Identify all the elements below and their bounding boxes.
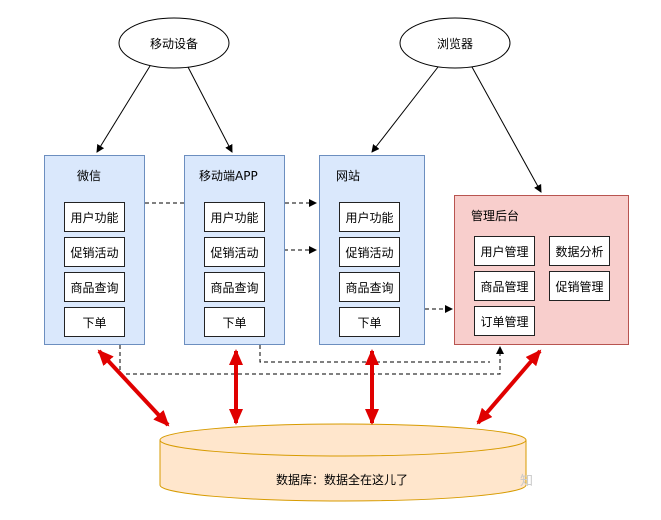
wechat-user-functions: 用户功能 <box>64 202 125 232</box>
database-label: 数据库：数据全在这儿了 <box>276 473 409 487</box>
mobile-device-label: 移动设备 <box>149 36 198 51</box>
browser-label: 浏览器 <box>436 36 473 51</box>
app-user-functions: 用户功能 <box>204 202 265 232</box>
admin-title: 管理后台 <box>471 209 520 223</box>
app-promotions: 促销活动 <box>204 237 265 267</box>
wechat-title: 微信 <box>77 169 102 183</box>
arrow-browser-to-website <box>371 66 439 153</box>
mobile-app-title: 移动端APP <box>199 169 258 183</box>
dash-wechat-order-to-admin <box>119 345 504 375</box>
database-cylinder <box>159 423 527 502</box>
app-place-order: 下单 <box>204 307 265 337</box>
website-promotions: 促销活动 <box>339 237 400 267</box>
admin-user-management: 用户管理 <box>474 236 535 266</box>
dash-app-order-to-admin <box>259 345 490 363</box>
arrow-browser-to-admin <box>471 66 542 193</box>
website-user-functions: 用户功能 <box>339 202 400 232</box>
watermark-text: 知 <box>520 474 534 489</box>
website-place-order: 下单 <box>339 307 400 337</box>
wechat-promotions: 促销活动 <box>64 237 125 267</box>
admin-data-analysis: 数据分析 <box>549 236 610 266</box>
admin-order-management: 订单管理 <box>474 306 535 336</box>
wechat-place-order: 下单 <box>64 307 125 337</box>
db-arrow-admin <box>476 349 542 425</box>
browser-node <box>399 17 511 69</box>
app-product-search: 商品查询 <box>204 272 265 302</box>
admin-product-management: 商品管理 <box>474 271 535 301</box>
arrow-mobile-to-wechat <box>96 65 151 153</box>
admin-promotion-management: 促销管理 <box>549 271 610 301</box>
mobile-device-node <box>118 17 230 69</box>
website-product-search: 商品查询 <box>339 272 400 302</box>
wechat-product-search: 商品查询 <box>64 272 125 302</box>
db-arrow-wechat <box>97 349 170 427</box>
website-title: 网站 <box>336 169 361 183</box>
arrow-mobile-to-app <box>187 66 233 153</box>
